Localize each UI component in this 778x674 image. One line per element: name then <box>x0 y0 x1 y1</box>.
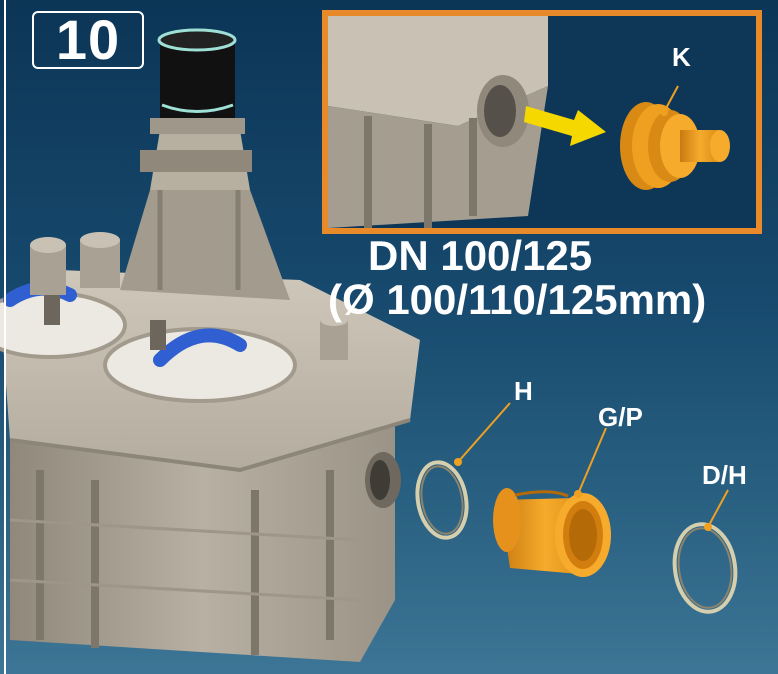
sleeve-gp <box>493 488 611 577</box>
callout-label-k: K <box>672 42 691 72</box>
left-border-line <box>4 0 6 674</box>
step-number-badge: 10 <box>32 11 144 69</box>
leader-lines <box>457 402 729 528</box>
callout-label-gp: G/P <box>598 402 643 432</box>
inset-tank <box>328 16 548 228</box>
inset-illustration <box>328 16 730 228</box>
callout-label-dh: D/H <box>702 460 747 490</box>
clamp-h <box>415 460 469 540</box>
leader-dots <box>454 458 712 531</box>
clamp-dh <box>672 522 738 614</box>
pipe-size-title: DN 100/125 <box>368 232 593 279</box>
detail-inset <box>322 10 762 234</box>
leader-dh <box>707 489 729 528</box>
vent-stack <box>120 28 290 300</box>
leader-gp <box>577 427 607 495</box>
tank-body <box>0 232 420 662</box>
callout-label-h: H <box>514 376 533 406</box>
leader-h <box>457 402 511 463</box>
pipe-diameter-subtitle: (Ø 100/110/125mm) <box>328 276 707 323</box>
arrow-right-icon <box>524 106 606 146</box>
fitting-k <box>620 85 730 190</box>
